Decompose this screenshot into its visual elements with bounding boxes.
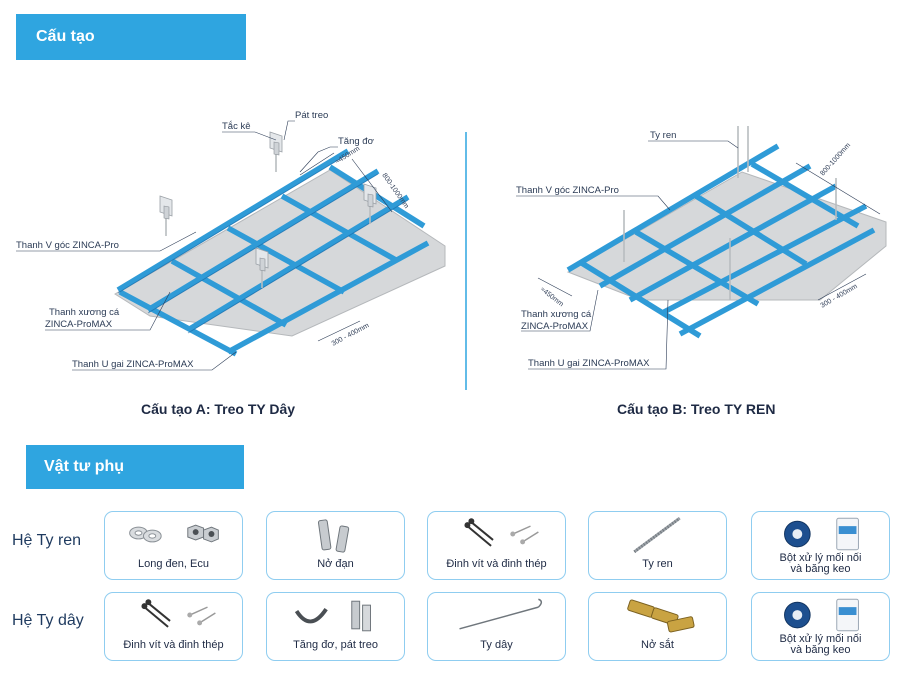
section-title-text: Vật tư phụ	[44, 458, 125, 475]
label-thanh-u-a: Thanh U gai ZINCA-ProMAX	[72, 359, 194, 370]
hanger-wire-icon	[459, 598, 543, 630]
washer-nut-icon	[129, 524, 219, 543]
accessory-card-bot-xu-ly-2: Bột xử lý mối nối và băng keo	[751, 592, 890, 661]
accessory-name: Long đen, Ecu	[138, 558, 209, 570]
accessory-card-long-den-ecu: Long đen, Ecu	[104, 511, 243, 580]
accessory-name: Nở đạn	[317, 558, 354, 570]
ceiling-grid-b	[566, 143, 876, 339]
dim-b-1: ≈450mm	[539, 286, 565, 308]
accessory-name: Tăng đơ, pát treo	[293, 639, 378, 651]
screws-icon	[141, 599, 216, 628]
dim-a-3: 300 - 400mm	[331, 322, 371, 348]
row-label-ty-day: Hệ Ty dây	[12, 612, 84, 629]
accessory-card-no-dan: Nở đạn	[266, 511, 405, 580]
label-thanh-u-b: Thanh U gai ZINCA-ProMAX	[528, 358, 650, 369]
label-thanh-xuong-b-1: Thanh xương cá	[521, 309, 592, 320]
accessory-name: Bột xử lý mối nối và băng keo	[779, 633, 862, 656]
hanger-bracket-icon	[294, 600, 371, 632]
accessory-card-dinh-vit: Đinh vít và đinh thép	[427, 511, 566, 580]
anchor-icon	[317, 519, 350, 553]
screws-icon	[464, 518, 539, 547]
caption-a: Cấu tạo A: Treo TY Dây	[141, 401, 295, 417]
accessory-name: Ty ren	[642, 558, 673, 570]
accessory-card-dinh-vit-2: Đinh vít và đinh thép	[104, 592, 243, 661]
threaded-rod-icon	[633, 517, 681, 553]
accessory-card-ty-day: Ty dây	[427, 592, 566, 661]
threaded-rods-b	[623, 126, 837, 300]
accessory-name: Đinh vít và đinh thép	[123, 639, 224, 651]
joint-compound-icon	[784, 517, 859, 551]
label-ty-ren-b: Ty ren	[650, 130, 676, 141]
label-tang-do-a: Tăng đơ	[338, 136, 374, 147]
accessory-name: Đinh vít và đinh thép	[446, 558, 547, 570]
label-thanh-xuong-a-2: ZINCA-ProMAX	[45, 319, 113, 330]
accessory-name: Nở sắt	[641, 639, 674, 651]
diagram-a: Tắc kê Pát treo Tăng đơ Thanh V góc ZINC…	[16, 110, 446, 417]
metal-anchor-icon	[627, 599, 695, 633]
label-tac-ke-a: Tắc kê	[222, 121, 251, 132]
accessory-card-bot-xu-ly: Bột xử lý mối nối và băng keo	[751, 511, 890, 580]
accessory-name: Bột xử lý mối nối và băng keo	[779, 552, 862, 575]
accessory-name: Ty dây	[480, 639, 513, 651]
section-title-text: Cấu tạo	[36, 28, 95, 45]
label-pat-treo-a: Pát treo	[295, 110, 328, 121]
joint-compound-icon	[784, 598, 859, 632]
accessory-card-tang-do: Tăng đơ, pát treo	[266, 592, 405, 661]
caption-b: Cấu tạo B: Treo TY REN	[617, 401, 775, 417]
diagram-b: Ty ren Thanh V góc ZINCA-Pro Thanh xương…	[516, 126, 887, 417]
ceiling-grid-a	[116, 148, 430, 357]
section-title-accessories: Vật tư phụ	[26, 445, 244, 489]
label-thanh-xuong-a-1: Thanh xương cá	[49, 307, 120, 318]
label-thanh-v-b: Thanh V góc ZINCA-Pro	[516, 185, 619, 196]
accessory-card-no-sat: Nở sắt	[588, 592, 727, 661]
accessory-card-ty-ren: Ty ren	[588, 511, 727, 580]
label-thanh-v-a: Thanh V góc ZINCA-Pro	[16, 240, 119, 251]
label-thanh-xuong-b-2: ZINCA-ProMAX	[521, 321, 589, 332]
dim-b-2: 800-1000mm	[819, 142, 852, 177]
section-title-structure: Cấu tạo	[16, 14, 246, 60]
row-label-ty-ren: Hệ Ty ren	[12, 532, 82, 549]
structure-diagrams: Tắc kê Pát treo Tăng đơ Thanh V góc ZINC…	[16, 110, 887, 417]
